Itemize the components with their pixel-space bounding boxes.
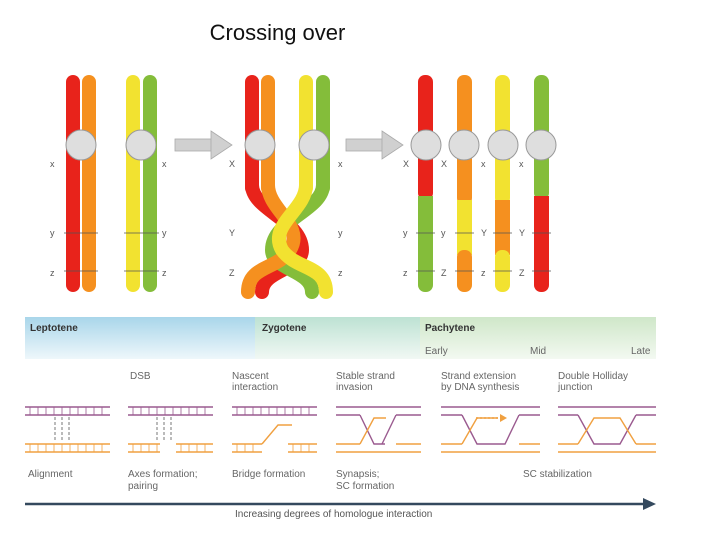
label-Z: Z [519, 268, 525, 278]
extension-schematic [441, 406, 540, 453]
label-x: x [481, 159, 486, 169]
step-stable-invasion: Stable strand [336, 371, 395, 382]
step-bridge-formation: Bridge formation [232, 469, 305, 480]
label-Y: Y [481, 228, 487, 238]
label-Z: Z [441, 268, 447, 278]
label-z: z [338, 268, 343, 278]
substage-late: Late [631, 346, 651, 357]
stage-pachytene: Pachytene [425, 323, 475, 334]
duplex-schematics [25, 406, 656, 453]
label-y: y [441, 228, 446, 238]
step-holliday-line2: junction [557, 382, 592, 393]
label-x: x [50, 159, 55, 169]
label-z: z [162, 268, 167, 278]
invasion-schematic [336, 406, 421, 453]
arrow-icon [174, 130, 233, 160]
label-Z: Z [229, 268, 235, 278]
label-X: X [403, 159, 409, 169]
label-y: y [162, 228, 167, 238]
axes-schematic [128, 406, 213, 453]
step-strand-extension-line2: by DNA synthesis [441, 382, 519, 393]
label-x: x [162, 159, 167, 169]
progression-arrow-icon [25, 498, 656, 510]
label-x: x [519, 159, 524, 169]
label-y: y [403, 228, 408, 238]
label-z: z [50, 268, 55, 278]
leptotene-band [25, 317, 255, 359]
step-holliday: Double Holliday [558, 371, 628, 382]
holliday-schematic [558, 406, 656, 453]
step-sc-stabilization: SC stabilization [523, 469, 592, 480]
step-strand-extension: Strand extension [441, 371, 516, 382]
label-z: z [481, 268, 486, 278]
recombinant-chromatids: X X x x y y Y Y z Z z Z [403, 75, 557, 292]
chromosome-panel: x x y y z z X x Y y Z [50, 75, 557, 299]
substage-early: Early [425, 346, 448, 357]
step-alignment: Alignment [28, 469, 73, 480]
step-dsb: DSB [130, 371, 151, 382]
homologue-pair-crossing: X x Y y Z z [229, 75, 343, 299]
label-Y: Y [519, 228, 525, 238]
stage-leptotene: Leptotene [30, 323, 78, 334]
step-axes-formation: Axes formation; [128, 469, 197, 480]
page-title: Crossing over [209, 20, 346, 45]
step-synapsis-line2: SC formation [336, 481, 394, 492]
arrow-icon [345, 130, 404, 160]
label-z: z [403, 268, 408, 278]
label-x: x [338, 159, 343, 169]
step-nascent: Nascent [232, 371, 269, 382]
step-nascent-line2: interaction [232, 382, 278, 393]
zygotene-band [255, 317, 420, 359]
step-axes-formation-line2: pairing [128, 481, 158, 492]
progression-caption: Increasing degrees of homologue interact… [235, 509, 432, 520]
step-stable-invasion-line2: invasion [336, 382, 373, 393]
substage-mid: Mid [530, 346, 546, 357]
label-Y: Y [229, 228, 235, 238]
prophase-panel: Leptotene Zygotene Pachytene Early Mid L… [25, 317, 656, 520]
step-synapsis: Synapsis; [336, 469, 379, 480]
label-X: X [441, 159, 447, 169]
homologue-pair-1: x x y y z z [50, 75, 167, 292]
stage-zygotene: Zygotene [262, 323, 307, 334]
label-y: y [50, 228, 55, 238]
label-y: y [338, 228, 343, 238]
pachytene-band [420, 317, 656, 359]
label-X: X [229, 159, 235, 169]
alignment-schematic [25, 406, 110, 453]
